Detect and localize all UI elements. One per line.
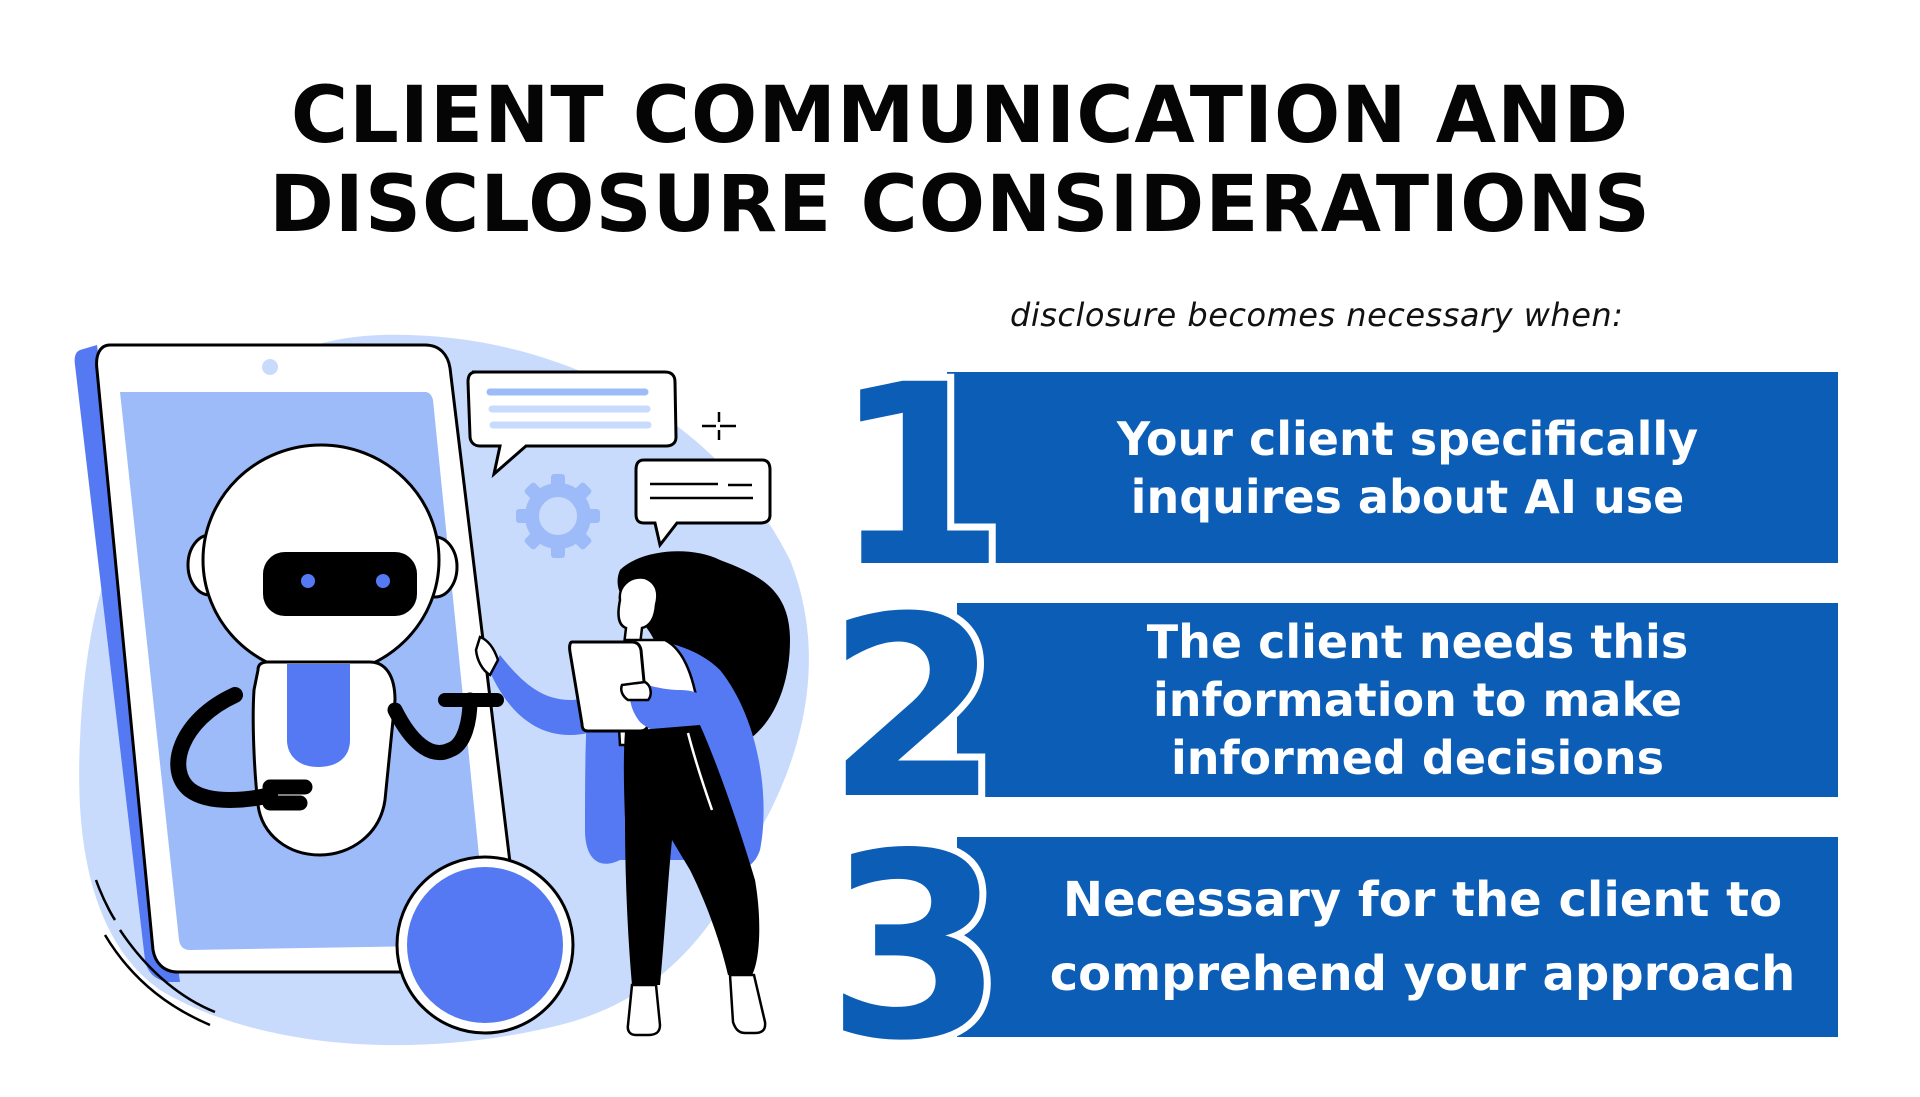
item-text-3: Necessary for the client to comprehend y… — [1049, 872, 1796, 1002]
circle-button-icon — [395, 855, 575, 1035]
item-box-3: Necessary for the client to comprehend y… — [957, 837, 1838, 1037]
illustration — [74, 334, 809, 1046]
item-box-1: Your client specifically inquires about … — [947, 372, 1838, 563]
title-line-1: CLIENT COMMUNICATION AND — [290, 71, 1630, 161]
item-number-3: 3 — [819, 799, 1011, 1097]
sparkle-icon — [702, 412, 736, 440]
gear-icon — [516, 474, 600, 558]
item-number-1: 1 — [825, 331, 1013, 622]
item-text-1: Your client specifically inquires about … — [1116, 411, 1699, 524]
item-text-2: The client needs this information to mak… — [1146, 615, 1689, 785]
item-box-2: The client needs this information to mak… — [957, 603, 1838, 797]
speech-bubble-icon — [466, 370, 678, 479]
subtitle: disclosure becomes necessary when: — [1010, 296, 1624, 334]
robot-icon — [170, 443, 504, 857]
woman-icon — [474, 551, 790, 1037]
item-number-2: 2 — [819, 563, 1007, 854]
page-title: CLIENT COMMUNICATION AND DISCLOSURE CONS… — [0, 72, 1920, 250]
speech-bubble-2-icon — [634, 458, 772, 549]
motion-lines-icon — [94, 879, 216, 1027]
item-box-1-notch — [947, 372, 977, 563]
title-line-2: DISCLOSURE CONSIDERATIONS — [269, 160, 1651, 250]
